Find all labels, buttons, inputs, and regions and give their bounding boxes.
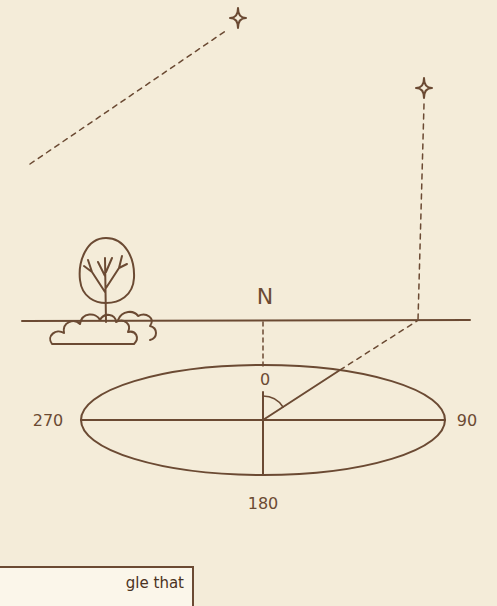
azimuth-angle-arc — [263, 396, 283, 407]
box-text: gle that — [0, 574, 184, 592]
sight-line-left — [30, 30, 227, 164]
degree-label: 180 — [248, 495, 279, 513]
north-drop-line — [262, 322, 264, 368]
north-label: N — [257, 285, 273, 309]
degree-label: 0 — [260, 371, 270, 389]
degree-label: 90 — [457, 412, 477, 430]
north-south-line — [262, 392, 264, 475]
caption-box: gle that — [0, 566, 194, 606]
sight-line-right — [418, 104, 424, 320]
compass-ellipse — [81, 365, 445, 475]
azimuth-dashed-line — [340, 321, 417, 370]
degree-label: 270 — [33, 412, 64, 430]
azimuth-line — [263, 370, 340, 420]
star-right — [416, 78, 432, 98]
star-left — [230, 8, 246, 28]
horizon-line — [22, 320, 470, 321]
tree-trunk — [84, 256, 127, 322]
bush — [50, 312, 156, 344]
